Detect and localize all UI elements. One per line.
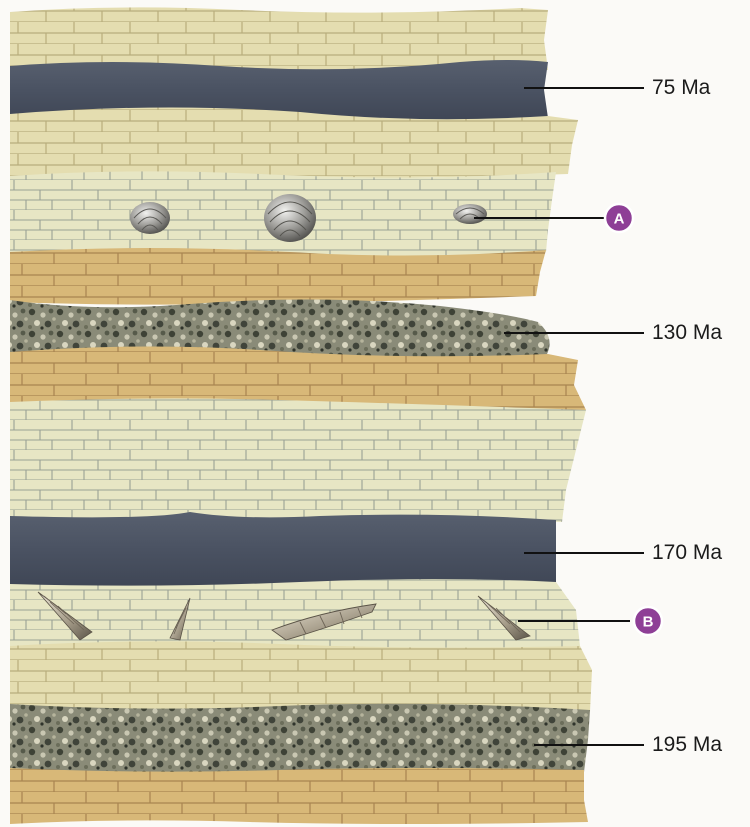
stratum-coal-170ma	[10, 512, 556, 588]
shell-fossil	[130, 202, 170, 234]
shell-fossil-a	[453, 204, 487, 224]
age-label-170ma: 170 Ma	[652, 542, 722, 563]
age-label-130ma: 130 Ma	[652, 322, 722, 343]
stratum-sandstone-3	[10, 641, 592, 712]
stratum-conglomerate-195ma	[10, 704, 590, 774]
marker-b: B	[634, 607, 662, 635]
shell-fossil-large	[264, 194, 316, 242]
stratum-tan-sandstone-1	[10, 248, 546, 305]
stratum-sandstone-top	[10, 7, 548, 70]
stratum-tan-sandstone-bottom	[10, 768, 588, 824]
stratum-limestone-thick	[10, 398, 586, 522]
marker-b-label: B	[643, 614, 654, 631]
age-label-195ma: 195 Ma	[652, 734, 722, 755]
marker-a-label: A	[614, 211, 625, 228]
age-label-75ma: 75 Ma	[652, 77, 710, 98]
marker-a: A	[605, 204, 633, 232]
